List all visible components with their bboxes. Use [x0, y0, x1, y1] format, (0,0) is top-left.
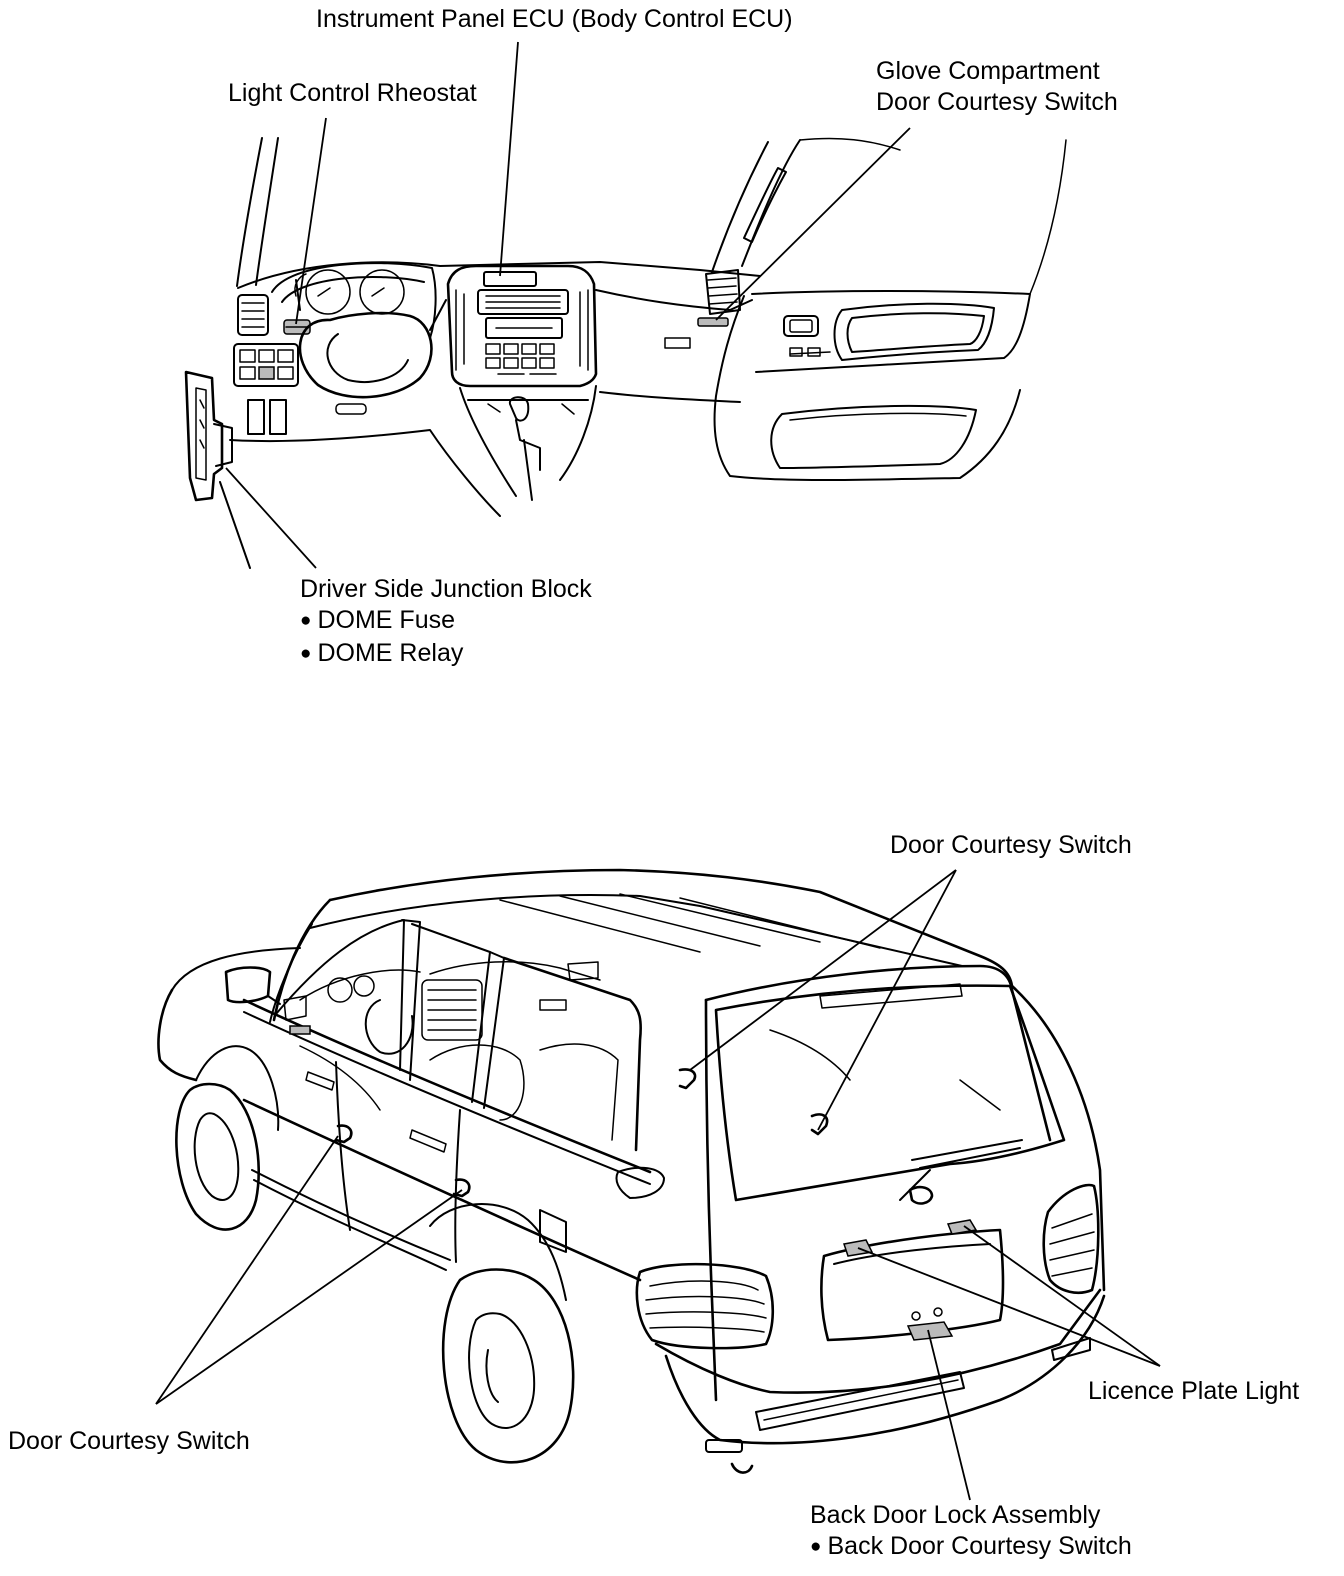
door-courtesy-switch-icons — [334, 1068, 829, 1198]
label-back-door-courtesy-switch: Back Door Courtesy Switch — [810, 1531, 1131, 1564]
label-instrument-panel-ecu-text: Instrument Panel ECU (Body Control ECU) — [316, 5, 793, 33]
vehicle-leader-lines — [155, 869, 1161, 1501]
label-back-door-lock-title: Back Door Lock Assembly — [810, 1501, 1101, 1529]
dashboard-leader-lines — [225, 41, 911, 569]
label-dome-relay: DOME Relay — [300, 638, 592, 671]
label-back-door-lock-assembly: Back Door Lock Assembly Back Door Courte… — [810, 1500, 1132, 1564]
label-door-courtesy-switch-side: Door Courtesy Switch — [8, 1426, 250, 1457]
label-dome-fuse: DOME Fuse — [300, 605, 592, 638]
label-glove-line2: Door Courtesy Switch — [876, 88, 1118, 116]
label-licence-plate-light-text: Licence Plate Light — [1088, 1377, 1300, 1405]
label-door-courtesy-switch-rear-text: Door Courtesy Switch — [890, 831, 1132, 859]
label-glove-compartment-switch: Glove Compartment Door Courtesy Switch — [876, 56, 1118, 118]
label-driver-side-junction-block: Driver Side Junction Block DOME Fuse DOM… — [300, 574, 592, 671]
label-door-courtesy-switch-side-text: Door Courtesy Switch — [8, 1427, 250, 1455]
vehicle-illustration — [157, 868, 1106, 1474]
label-glove-line1: Glove Compartment — [876, 57, 1100, 85]
label-junction-block-title: Driver Side Junction Block — [300, 575, 592, 603]
label-light-control-rheostat: Light Control Rheostat — [228, 78, 477, 109]
label-door-courtesy-switch-rear: Door Courtesy Switch — [890, 830, 1132, 861]
label-licence-plate-light: Licence Plate Light — [1088, 1376, 1299, 1407]
label-light-control-rheostat-text: Light Control Rheostat — [228, 79, 477, 107]
dashboard-illustration — [184, 137, 1067, 569]
label-instrument-panel-ecu: Instrument Panel ECU (Body Control ECU) — [316, 4, 793, 35]
